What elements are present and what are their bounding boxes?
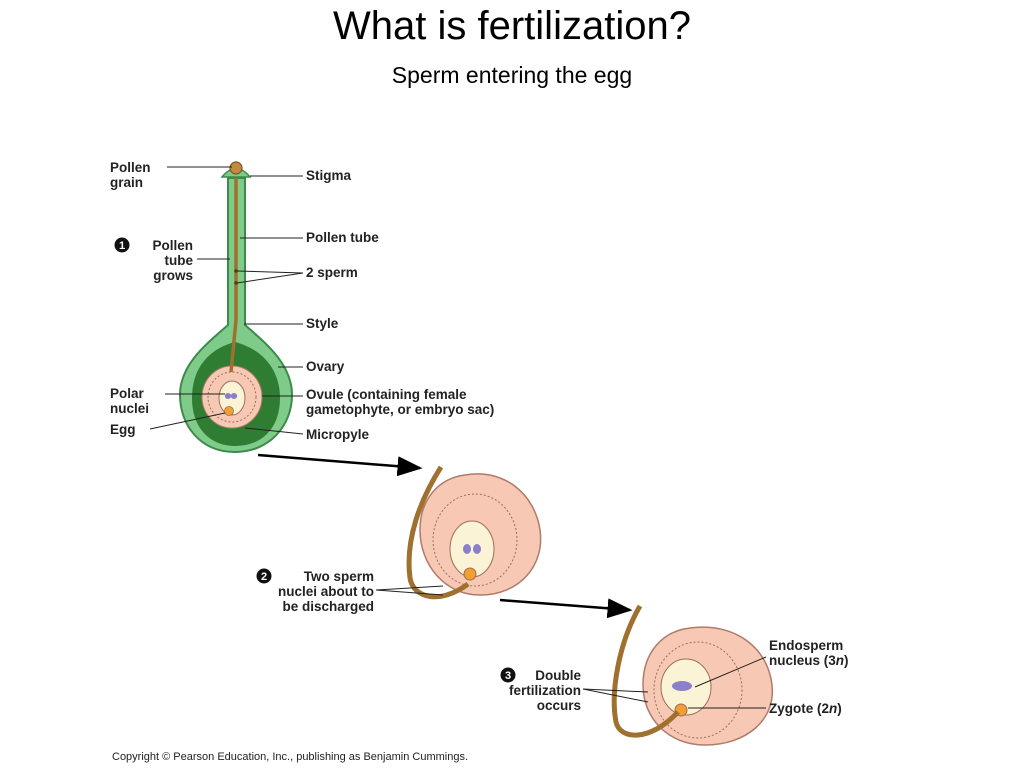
step-number: 1 [119,240,125,252]
label-zygote: Zygote (2n) [769,701,842,716]
pollen-tube [229,172,238,373]
sperm-cell [234,281,238,285]
label-ovule: gametophyte, or embryo sac) [306,402,494,417]
label-stigma: Stigma [306,168,352,183]
endosperm-nucleus [672,681,692,691]
ovule-stage-3 [611,604,774,746]
copyright-notice: Copyright © Pearson Education, Inc., pub… [112,751,468,763]
ovule-stage-2 [406,465,542,600]
step-3-text: occurs [537,698,581,713]
step-2-text: be discharged [282,599,374,614]
step-2-text: nuclei about to [278,584,374,599]
polar-nucleus [230,393,238,399]
label-endosperm: Endosperm [769,638,843,653]
label-ovule: Ovule (containing female [306,387,467,402]
label-micropyle: Micropyle [306,427,370,442]
step-1-text: grows [153,268,193,283]
step-number: 2 [261,571,267,583]
label-two-sperm: 2 sperm [306,265,358,280]
polar-nucleus [463,544,471,554]
pollen-tube [406,465,470,600]
step-badge [256,568,272,584]
stage-arrow [499,598,633,619]
pollen-tube [611,604,680,738]
label-pollen-tube: Pollen tube [306,230,379,245]
polar-nucleus [473,544,481,554]
pistil-stage-1 [178,161,294,454]
leader-lines [149,166,767,709]
step-badge [114,237,130,253]
slide-title: What is fertilization? [333,4,691,48]
label-polar-nuclei: Polar [110,386,145,401]
step-2-text: Two sperm [304,569,374,584]
slide-subtitle: Sperm entering the egg [391,62,633,88]
pollen-grain [229,161,243,175]
step-3-text: Double [535,668,581,683]
label-endosperm-nucleus: nucleus (3n) [769,653,849,668]
egg-cell [463,567,477,581]
sperm-cell [234,269,238,273]
ovule-cell-ring [653,641,743,739]
step-badge [500,667,516,683]
label-egg: Egg [110,422,136,437]
label-polar-nuclei: nuclei [110,401,149,416]
step-number: 3 [505,670,511,682]
ovule-cell-ring [207,371,257,423]
step-3-text: fertilization [509,683,581,698]
step-1-text: Pollen [152,238,193,253]
stage-arrow [257,453,423,477]
egg-cell [224,406,234,416]
label-pollen-grain: Pollen [110,160,151,175]
step-1-text: tube [165,253,194,268]
polar-nucleus [224,393,232,399]
label-style: Style [306,316,339,331]
label-ovary: Ovary [306,359,345,374]
ovule-cell-ring [432,493,518,587]
label-pollen-grain: grain [110,175,143,190]
